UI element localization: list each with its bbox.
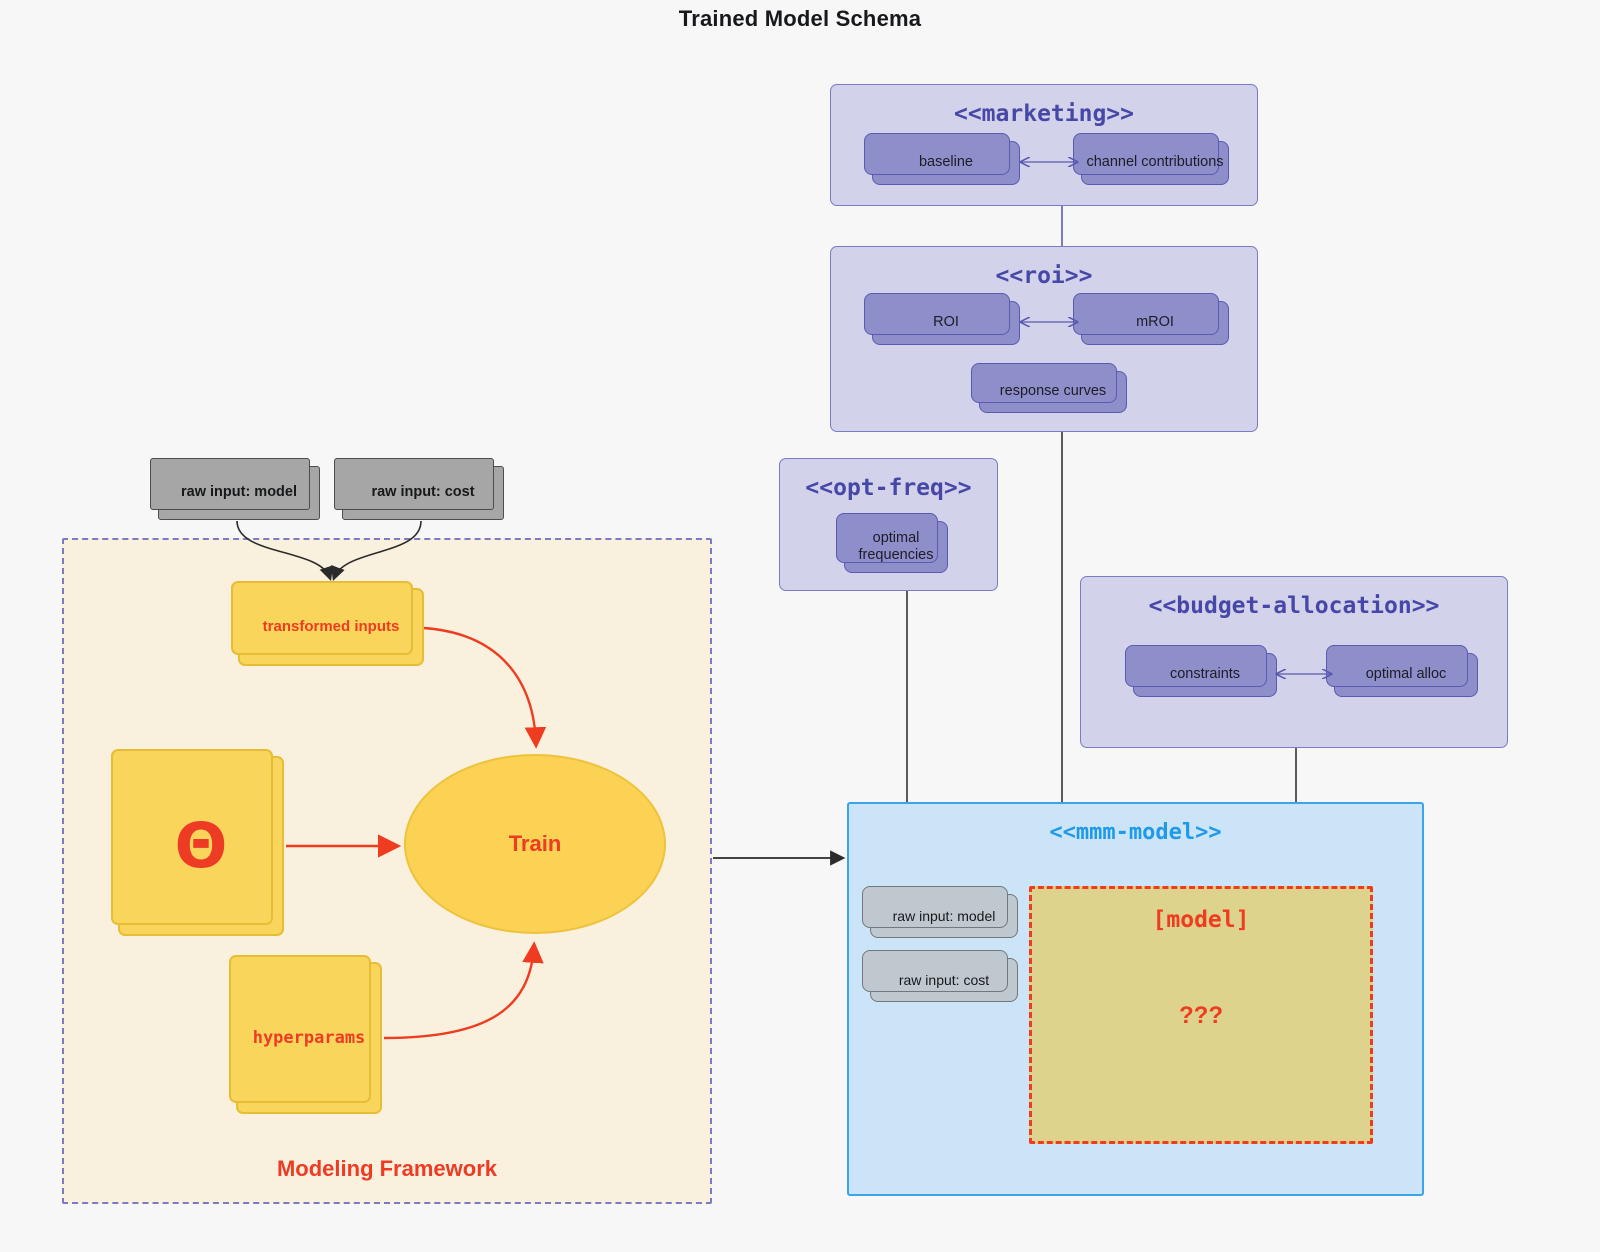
connector-roi-mmm: [1061, 432, 1063, 804]
node-baseline-label: baseline: [918, 154, 973, 171]
model-placeholder-box[interactable]: [model] ???: [1029, 886, 1373, 1144]
card-stack-decoration: [1326, 645, 1468, 687]
page-title: Trained Model Schema: [678, 6, 922, 31]
node-transformed-inputs[interactable]: transformed inputs: [231, 581, 424, 666]
card-stack-decoration: [111, 749, 273, 925]
package-budget-allocation-title: <<budget-allocation>>: [1148, 593, 1440, 619]
node-mmm-raw-input-model-label: raw input: model: [892, 907, 996, 924]
card-stack-decoration: [1073, 293, 1219, 335]
card-stack-decoration: [862, 950, 1008, 992]
node-optimal-frequencies-label-line1: optimal: [872, 529, 920, 546]
connector-budget-mmm: [1295, 748, 1297, 804]
modeling-framework-label: Modeling Framework: [276, 1156, 498, 1181]
model-placeholder-title: [model]: [1152, 907, 1250, 933]
node-train-label: Train: [508, 831, 562, 856]
card-stack-decoration: [864, 293, 1010, 335]
connector-optfreq-mmm: [906, 591, 908, 804]
node-roi-label: ROI: [933, 314, 959, 331]
node-optimal-alloc[interactable]: optimal alloc: [1326, 645, 1478, 697]
card-stack-decoration: [1125, 645, 1267, 687]
node-baseline[interactable]: baseline: [864, 133, 1020, 185]
node-hyperparams[interactable]: hyperparams: [229, 955, 382, 1114]
node-constraints[interactable]: constraints: [1125, 645, 1277, 697]
theta-icon: Θ: [174, 809, 228, 882]
node-response-curves-label: response curves: [999, 383, 1107, 400]
node-constraints-label: constraints: [1169, 666, 1241, 683]
package-marketing-title: <<marketing>>: [953, 101, 1134, 127]
package-opt-freq[interactable]: <<opt-freq>> optimal frequencies: [779, 458, 998, 591]
card-stack-decoration: [1073, 133, 1219, 175]
node-raw-input-model[interactable]: raw input: model: [150, 458, 320, 520]
card-stack-decoration: [836, 513, 938, 563]
node-theta-parameters[interactable]: Θ: [111, 749, 284, 936]
node-raw-input-cost-label: raw input: cost: [371, 484, 475, 501]
node-optimal-frequencies[interactable]: optimal frequencies: [836, 513, 948, 573]
node-mmm-raw-input-cost[interactable]: raw input: cost: [862, 950, 1018, 1002]
package-opt-freq-title: <<opt-freq>>: [805, 475, 972, 501]
node-channel-contributions[interactable]: channel contributions: [1073, 133, 1229, 185]
model-placeholder-unknown: ???: [1179, 1002, 1223, 1029]
package-roi-title: <<roi>>: [995, 263, 1093, 289]
node-transformed-inputs-label: transformed inputs: [262, 618, 400, 636]
node-mroi-label: mROI: [1136, 314, 1174, 331]
node-optimal-frequencies-label-line2: frequencies: [858, 547, 934, 563]
node-mmm-raw-input-model[interactable]: raw input: model: [862, 886, 1018, 938]
package-mmm-model[interactable]: <<mmm-model>> raw input: model raw input…: [847, 802, 1424, 1196]
package-marketing[interactable]: <<marketing>> baseline channel contribut…: [830, 84, 1258, 206]
node-mroi[interactable]: mROI: [1073, 293, 1229, 345]
node-channel-contributions-label: channel contributions: [1086, 154, 1224, 171]
node-raw-input-model-label: raw input: model: [181, 484, 297, 501]
card-stack-decoration: [231, 581, 413, 655]
node-raw-input-cost[interactable]: raw input: cost: [334, 458, 504, 520]
card-stack-decoration: [971, 363, 1117, 403]
node-roi[interactable]: ROI: [864, 293, 1020, 345]
card-stack-decoration: [864, 133, 1010, 175]
node-response-curves[interactable]: response curves: [971, 363, 1127, 413]
package-roi[interactable]: <<roi>> ROI mROI response curves: [830, 246, 1258, 432]
node-mmm-raw-input-cost-label: raw input: cost: [898, 971, 990, 988]
node-train[interactable]: Train: [404, 754, 666, 934]
package-mmm-model-title: <<mmm-model>>: [1049, 820, 1222, 845]
node-optimal-alloc-label: optimal alloc: [1365, 666, 1447, 683]
node-hyperparams-label: hyperparams: [252, 1027, 366, 1048]
card-stack-decoration: [862, 886, 1008, 928]
card-stack-decoration: [150, 458, 310, 510]
package-budget-allocation[interactable]: <<budget-allocation>> constraints optima…: [1080, 576, 1508, 748]
connector-marketing-roi: [1061, 204, 1063, 246]
card-stack-decoration: [229, 955, 371, 1103]
card-stack-decoration: [334, 458, 494, 510]
